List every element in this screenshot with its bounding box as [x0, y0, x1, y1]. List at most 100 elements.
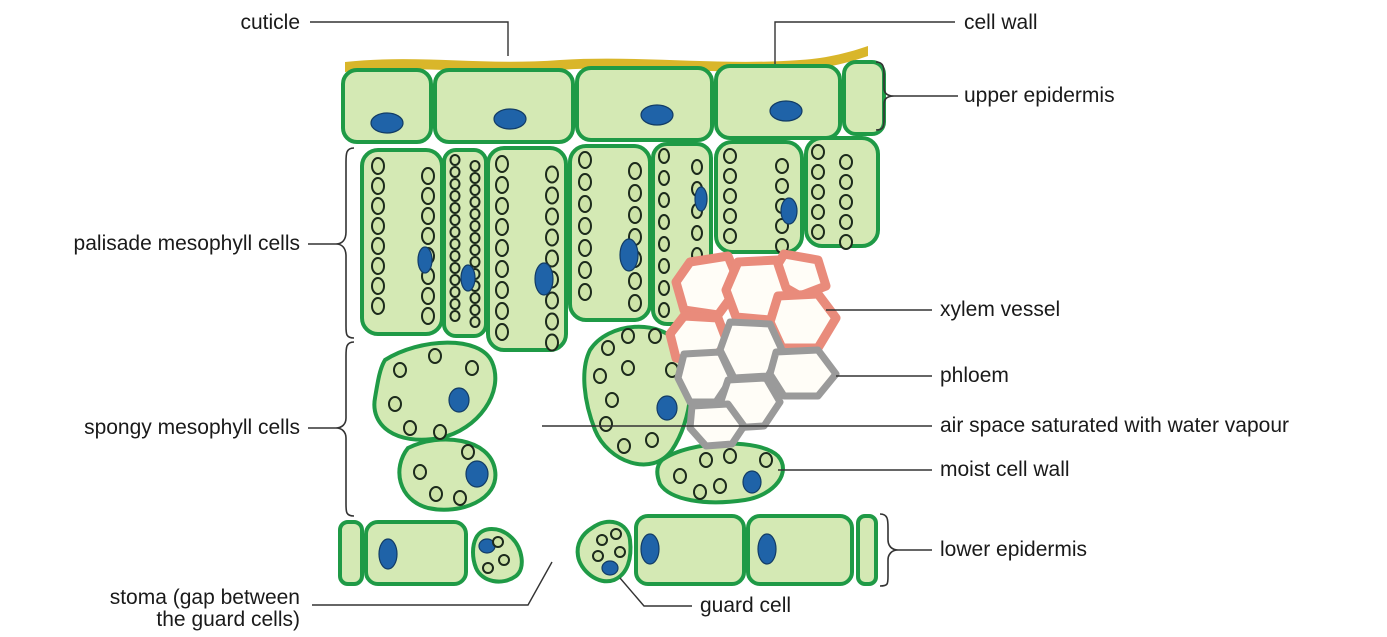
chloroplast: [597, 535, 607, 545]
chloroplast: [496, 240, 508, 256]
chloroplast: [434, 425, 446, 439]
chloroplast: [422, 308, 434, 324]
chloroplast: [659, 149, 669, 163]
chloroplast: [812, 185, 824, 199]
chloroplast: [471, 245, 480, 255]
chloroplast: [451, 263, 460, 273]
chloroplast: [451, 287, 460, 297]
chloroplast: [546, 293, 558, 309]
chloroplast: [471, 197, 480, 207]
chloroplast: [579, 240, 591, 256]
lower-epidermis-cell: [858, 516, 876, 584]
chloroplast: [776, 179, 788, 193]
nucleus: [770, 101, 802, 121]
chloroplast: [451, 215, 460, 225]
chloroplast: [429, 349, 441, 363]
chloroplast: [602, 341, 614, 355]
chloroplast: [430, 487, 442, 501]
chloroplast: [659, 237, 669, 251]
chloroplast: [471, 173, 480, 183]
nucleus: [641, 105, 673, 125]
chloroplast: [629, 207, 641, 223]
label-phloem: phloem: [940, 364, 1009, 388]
chloroplast: [724, 189, 736, 203]
chloroplast: [422, 228, 434, 244]
chloroplast: [471, 185, 480, 195]
nucleus: [449, 388, 469, 412]
chloroplast: [659, 193, 669, 207]
chloroplast: [646, 433, 658, 447]
chloroplast: [462, 445, 474, 459]
chloroplast: [451, 179, 460, 189]
chloroplast: [606, 393, 618, 407]
chloroplast: [840, 175, 852, 189]
chloroplast: [546, 335, 558, 351]
chloroplast: [546, 314, 558, 330]
chloroplast: [659, 171, 669, 185]
nucleus: [466, 461, 488, 487]
chloroplast: [451, 227, 460, 237]
chloroplast: [422, 188, 434, 204]
phloem-cell: [690, 404, 744, 446]
nucleus: [371, 113, 403, 133]
chloroplast: [692, 226, 702, 240]
chloroplast: [451, 203, 460, 213]
nucleus: [695, 187, 707, 211]
chloroplast: [812, 205, 824, 219]
chloroplast: [471, 209, 480, 219]
chloroplast: [483, 563, 493, 573]
chloroplast: [471, 233, 480, 243]
chloroplast: [422, 208, 434, 224]
chloroplast: [546, 230, 558, 246]
chloroplast: [372, 178, 384, 194]
label-cell-wall: cell wall: [964, 11, 1038, 35]
chloroplast: [629, 295, 641, 311]
nucleus: [657, 396, 677, 420]
chloroplast: [493, 537, 503, 547]
chloroplast: [496, 198, 508, 214]
cuticle-leader: [310, 22, 508, 56]
chloroplast: [451, 239, 460, 249]
chloroplast: [649, 329, 661, 343]
chloroplast: [496, 324, 508, 340]
chloroplast: [724, 209, 736, 223]
chloroplast: [659, 281, 669, 295]
chloroplast: [840, 195, 852, 209]
chloroplast: [471, 317, 480, 327]
chloroplast: [546, 188, 558, 204]
chloroplast: [659, 259, 669, 273]
chloroplast: [724, 149, 736, 163]
guard-cells: [473, 522, 630, 582]
upper-epidermis-cell: [577, 68, 712, 140]
upper-epidermis-cells: [343, 62, 884, 142]
chloroplast: [629, 273, 641, 289]
chloroplast: [622, 329, 634, 343]
nucleus: [743, 471, 761, 493]
chloroplast: [579, 152, 591, 168]
chloroplast: [724, 169, 736, 183]
chloroplast: [593, 551, 603, 561]
phloem-cell: [770, 350, 836, 396]
chloroplast: [579, 174, 591, 190]
label-xylem-vessel: xylem vessel: [940, 298, 1060, 322]
nucleus: [494, 109, 526, 129]
chloroplast: [389, 397, 401, 411]
chloroplast: [372, 198, 384, 214]
chloroplast: [372, 278, 384, 294]
chloroplast: [674, 469, 686, 483]
chloroplast: [840, 155, 852, 169]
chloroplast: [496, 282, 508, 298]
chloroplast: [700, 453, 712, 467]
chloroplast: [372, 258, 384, 274]
chloroplast: [694, 485, 706, 499]
palisade-brace: [336, 148, 354, 338]
chloroplast: [659, 303, 669, 317]
chloroplast: [840, 235, 852, 249]
lower-epidermis-cell: [340, 522, 362, 584]
chloroplast: [546, 167, 558, 183]
nucleus: [461, 265, 475, 291]
chloroplast: [714, 479, 726, 493]
chloroplast: [629, 163, 641, 179]
label-guard-cell: guard cell: [700, 594, 791, 618]
